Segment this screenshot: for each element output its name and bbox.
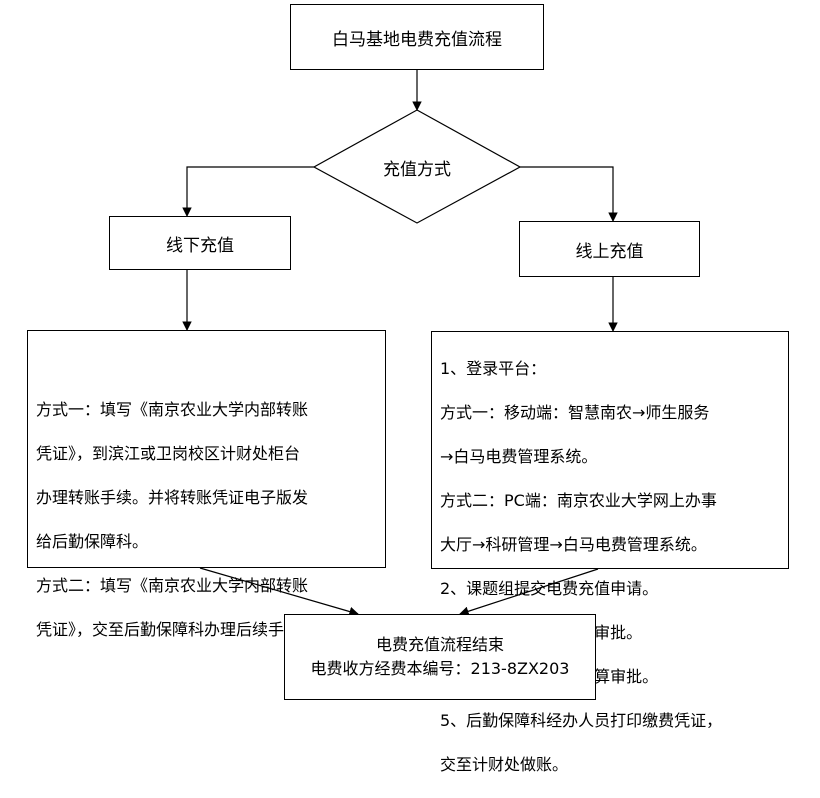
decision-text: 充值方式 (383, 160, 451, 180)
online-line: 1、登录平台： (440, 359, 547, 378)
offline-node: 线下充值 (109, 216, 291, 270)
start-node: 白马基地电费充值流程 (290, 4, 544, 70)
flow-connectors (182, 70, 618, 617)
online-line: 2、课题组提交电费充值申请。 (440, 579, 659, 598)
end-node-line2: 电费收方经费本编号：213-8ZX203 (310, 659, 570, 678)
arrow-decision-to-offline (182, 166, 314, 217)
arrow-online-detail-to-end (459, 568, 599, 616)
offline-detail-box: 方式一：填写《南京农业大学内部转账 凭证》，到滨江或卫岗校区计财处柜台 办理转账… (27, 330, 386, 639)
offline-line: 给后勤保障科。 (36, 532, 149, 551)
online-line: 交至计财处做账。 (440, 755, 569, 774)
offline-node-label: 线下充值 (166, 235, 234, 256)
end-node-line1: 电费充值流程结束 (375, 635, 504, 654)
online-line: 方式二：PC端：南京农业大学网上办事 (440, 491, 717, 510)
online-line: 大厅→科研管理→白马电费管理系统。 (440, 535, 707, 554)
start-node-label: 白马基地电费充值流程 (332, 29, 502, 50)
online-detail-text: 1、登录平台： 方式一：移动端：智慧南农→师生服务 →白马电费管理系统。 方式二… (440, 336, 788, 798)
offline-line: 方式二：填写《南京农业大学内部转账 (36, 576, 309, 595)
offline-line: 凭证》，交至后勤保障科办理后续手续。 (36, 620, 317, 639)
online-line: 方式一：移动端：智慧南农→师生服务 (440, 403, 710, 422)
end-node: 电费充值流程结束 电费收方经费本编号：213-8ZX203 (284, 614, 596, 700)
online-line: →白马电费管理系统。 (440, 447, 598, 466)
online-line: 5、后勤保障科经办人员打印缴费凭证， (440, 711, 723, 730)
online-node: 线上充值 (519, 221, 700, 277)
offline-line: 凭证》，到滨江或卫岗校区计财处柜台 (36, 444, 301, 463)
offline-line: 方式一：填写《南京农业大学内部转账 (36, 400, 309, 419)
arrow-offline-detail-to-end (199, 567, 359, 617)
offline-detail-text: 方式一：填写《南京农业大学内部转账 凭证》，到滨江或卫岗校区计财处柜台 办理转账… (36, 377, 386, 663)
online-detail-box: 1、登录平台： 方式一：移动端：智慧南农→师生服务 →白马电费管理系统。 方式二… (431, 331, 789, 774)
arrow-decision-to-online (520, 166, 618, 222)
offline-line: 办理转账手续。并将转账凭证电子版发 (36, 488, 309, 507)
online-node-label: 线上充值 (575, 241, 644, 262)
decision-node-label: 充值方式 (354, 155, 480, 180)
decision-diamond (312, 109, 522, 224)
